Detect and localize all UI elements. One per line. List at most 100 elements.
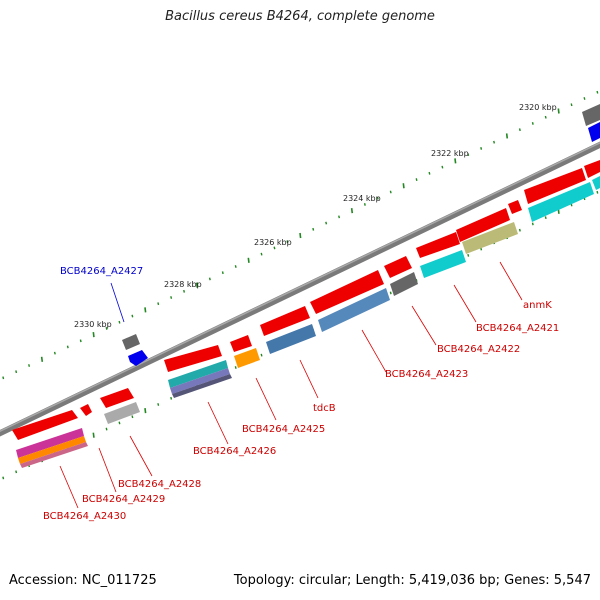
scale-tick (338, 215, 341, 219)
scale-tick (2, 376, 5, 380)
scale-tick (105, 327, 108, 330)
feature-2426-multi[interactable] (168, 360, 228, 388)
scale-tick (28, 364, 31, 367)
gene-BCB4264_A2423[interactable] (310, 270, 384, 314)
scale-tick (15, 370, 18, 374)
gene-upper-1[interactable] (508, 200, 522, 214)
scale-tick (544, 115, 547, 119)
scale-tick (480, 146, 483, 150)
scale-tick (312, 227, 315, 231)
label-tdcB[interactable]: tdcB (313, 403, 336, 414)
scale-tick (557, 108, 560, 114)
label-BCB4264_A2427[interactable]: BCB4264_A2427 (60, 266, 143, 277)
scale-tick (325, 221, 328, 225)
feature-2427-gray[interactable] (122, 334, 140, 350)
scale-tick (53, 351, 56, 355)
scale-tick (92, 432, 95, 438)
map-title: Bacillus cereus B4264, complete genome (165, 9, 435, 24)
gene-labels: anmK BCB4264_A2421 BCB4264_A2422 BCB4264… (43, 266, 559, 522)
label-BCB4264_A2425[interactable]: BCB4264_A2425 (242, 424, 325, 435)
scale-tick (144, 408, 147, 414)
scale-tick (518, 228, 521, 232)
scale-label-2324: 2324 kbp (343, 194, 381, 203)
scale-ticks (2, 90, 599, 480)
gene-upper-2[interactable] (524, 168, 586, 204)
scale-tick (15, 470, 18, 474)
scale-tick (170, 296, 173, 299)
label-BCB4264_A2429[interactable]: BCB4264_A2429 (82, 494, 165, 505)
scale-tick (583, 97, 586, 100)
label-BCB4264_A2421[interactable]: BCB4264_A2421 (476, 323, 559, 334)
scale-tick (493, 140, 496, 144)
feature-2430-multi[interactable] (16, 428, 84, 458)
label-BCB4264_A2423[interactable]: BCB4264_A2423 (385, 369, 468, 380)
scale-tick (260, 353, 263, 357)
scale-tick (40, 356, 44, 362)
label-BCB4264_A2426[interactable]: BCB4264_A2426 (193, 446, 276, 457)
scale-tick (286, 240, 289, 244)
scale-tick (428, 171, 431, 175)
gene-BCB4264_A2426[interactable] (164, 345, 222, 372)
scale-tick (195, 282, 199, 288)
scale-tick (544, 216, 547, 220)
scale-tick (234, 265, 237, 268)
feature-top-gray[interactable] (582, 104, 600, 126)
scale-tick (247, 257, 250, 263)
scale-tick (170, 396, 173, 400)
scale-tick (441, 165, 444, 169)
gene-BCB4264_A2425[interactable] (230, 335, 252, 352)
scale-tick (531, 222, 534, 226)
gene-features (12, 104, 600, 468)
feature-top-blue[interactable] (588, 122, 600, 142)
label-BCB4264_A2430[interactable]: BCB4264_A2430 (43, 511, 126, 522)
feature-2423-blue[interactable] (318, 288, 390, 332)
scale-tick (157, 302, 160, 306)
scale-label-2320: 2320 kbp (519, 103, 557, 112)
scale-tick (66, 345, 69, 349)
label-BCB4264_A2428[interactable]: BCB4264_A2428 (118, 479, 201, 490)
gene-BCB4264_A2427[interactable] (128, 350, 148, 366)
scale-tick (570, 103, 573, 107)
scale-tick (273, 246, 276, 250)
scale-tick (131, 415, 134, 419)
scale-tick (260, 252, 263, 256)
gene-BCB4264_A2421[interactable] (416, 232, 460, 258)
scale-tick (389, 291, 392, 295)
genome-summary-text: Topology: circular; Length: 5,419,036 bp… (233, 573, 591, 588)
scale-tick (299, 232, 302, 239)
scale-tick (389, 190, 392, 194)
gene-BCB4264_A2422[interactable] (384, 256, 412, 278)
scale-tick (221, 271, 224, 275)
feature-anmK-olive[interactable] (462, 222, 518, 254)
scale-tick (363, 203, 366, 206)
feature-2425-orange[interactable] (234, 348, 260, 368)
gene-anmK[interactable] (456, 208, 510, 242)
scale-tick (234, 366, 237, 369)
scale-tick (454, 158, 457, 164)
scale-label-2328: 2328 kbp (164, 280, 202, 289)
gene-BCB4264_A2430[interactable] (12, 410, 78, 440)
gene-tdcB[interactable] (260, 306, 310, 336)
feature-2421-cyan[interactable] (420, 250, 466, 278)
label-anmK[interactable]: anmK (523, 300, 552, 311)
scale-tick (350, 208, 354, 214)
scale-tick (467, 253, 470, 257)
feature-tdcB-blue[interactable] (266, 324, 316, 354)
scale-tick (92, 332, 95, 338)
scale-labels: 2320 kbp 2322 kbp 2324 kbp 2326 kbp 2328… (74, 103, 557, 329)
feature-2422-gray[interactable] (390, 272, 418, 296)
scale-label-2326: 2326 kbp (254, 238, 292, 247)
gene-upper-3[interactable] (584, 160, 600, 178)
label-BCB4264_A2422[interactable]: BCB4264_A2422 (437, 344, 520, 355)
gene-BCB4264_A2429[interactable] (80, 404, 92, 416)
scale-tick (131, 314, 134, 318)
scale-tick (596, 90, 599, 94)
scale-tick (118, 421, 121, 425)
scale-label-2330: 2330 kbp (74, 320, 112, 329)
feature-upper-cyan[interactable] (528, 182, 594, 222)
scale-tick (596, 190, 599, 194)
feature-2428-gray[interactable] (104, 402, 140, 424)
gene-BCB4264_A2428[interactable] (100, 388, 134, 408)
scale-tick (2, 476, 5, 480)
